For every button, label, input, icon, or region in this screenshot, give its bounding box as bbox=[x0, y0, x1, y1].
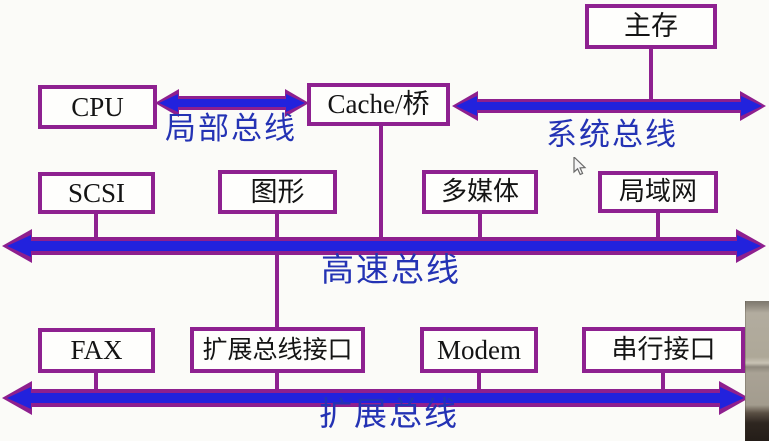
box-cache-bridge: Cache/桥 bbox=[307, 83, 450, 126]
box-fax: FAX bbox=[38, 328, 155, 373]
box-scsi: SCSI bbox=[38, 172, 155, 214]
box-multimedia: 多媒体 bbox=[422, 170, 538, 214]
video-frame-edge bbox=[745, 301, 769, 441]
box-lan: 局域网 bbox=[598, 171, 718, 213]
box-graphics: 图形 bbox=[218, 170, 337, 214]
box-modem: Modem bbox=[420, 327, 538, 373]
box-serial-interface: 串行接口 bbox=[582, 327, 745, 373]
box-cpu: CPU bbox=[38, 85, 157, 129]
mouse-pointer-icon bbox=[573, 157, 587, 176]
expansion-bus-arrow bbox=[2, 381, 749, 415]
local-bus-arrow bbox=[155, 89, 309, 117]
connector-lines bbox=[94, 48, 665, 394]
high-speed-bus-label: 高速总线 bbox=[321, 253, 461, 289]
box-main-memory: 主存 bbox=[585, 4, 717, 49]
box-expansion-interface: 扩展总线接口 bbox=[190, 327, 365, 373]
system-bus-arrow bbox=[452, 91, 766, 121]
system-bus-label: 系统总线 bbox=[546, 117, 678, 152]
high-speed-bus-arrow bbox=[2, 229, 766, 263]
local-bus-label: 局部总线 bbox=[165, 111, 297, 146]
expansion-bus-label: 扩展总线 bbox=[319, 397, 459, 433]
